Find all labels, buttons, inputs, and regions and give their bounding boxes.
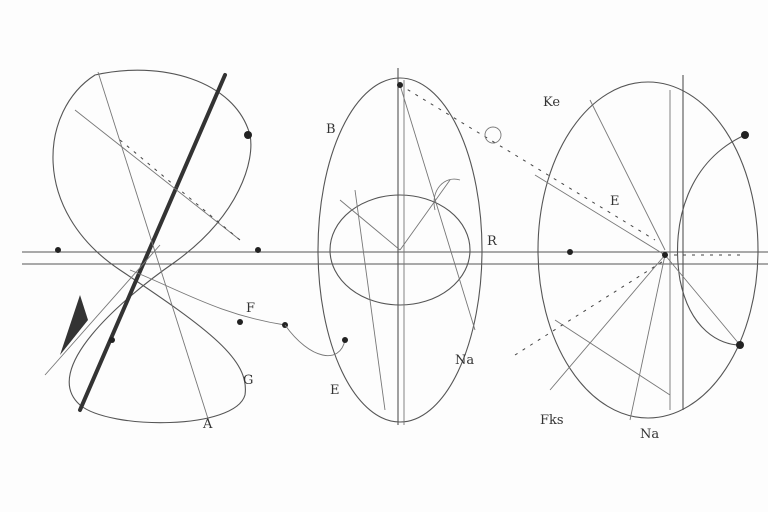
right-radial-line	[629, 254, 666, 421]
middle-radial-line	[399, 84, 476, 331]
label-ke: Ke	[543, 95, 560, 110]
point	[109, 337, 115, 343]
middle-dashed-line	[399, 84, 656, 241]
right-radial-line	[534, 174, 666, 256]
point	[741, 131, 749, 139]
point	[342, 337, 348, 343]
right-dashed-line	[514, 259, 666, 356]
left-connector-curve	[129, 269, 286, 326]
point	[237, 319, 243, 325]
right-radial-line	[549, 254, 666, 391]
label-r: R	[487, 234, 498, 249]
point	[55, 247, 61, 253]
middle-radial-line	[399, 179, 451, 251]
left-arrow-wedge	[60, 295, 88, 355]
point	[662, 252, 668, 258]
middle-outer-ellipse	[317, 77, 483, 423]
label-f: F	[246, 301, 255, 316]
point	[255, 247, 261, 253]
right-radial-line	[589, 99, 666, 251]
right-outer-ellipse	[537, 81, 759, 419]
right-radial-line	[554, 319, 671, 396]
label-na-right: Na	[640, 427, 659, 442]
left-diagonal-line	[97, 71, 211, 426]
left-dashed-line	[119, 139, 241, 241]
label-b: B	[326, 122, 336, 137]
label-a: A	[202, 417, 213, 432]
label-na: Na	[455, 353, 474, 368]
middle-inner-ellipse	[329, 194, 471, 306]
point	[736, 341, 744, 349]
point	[397, 82, 403, 88]
label-fks: Fks	[540, 413, 564, 428]
label-g: G	[243, 373, 253, 388]
middle-connector-curve	[284, 324, 346, 357]
point	[567, 249, 573, 255]
right-inner-arc	[677, 134, 746, 346]
left-diagonal-line-2	[74, 109, 241, 241]
middle-radial-line	[354, 189, 386, 411]
right-radial-line	[664, 254, 741, 346]
label-e: E	[330, 383, 340, 398]
label-e-right: E	[610, 194, 620, 209]
middle-small-circle	[484, 126, 502, 144]
left-diagonal-line-3	[44, 244, 161, 376]
middle-hook-curve	[433, 178, 461, 211]
middle-radial-line	[339, 199, 401, 251]
point	[244, 131, 252, 139]
